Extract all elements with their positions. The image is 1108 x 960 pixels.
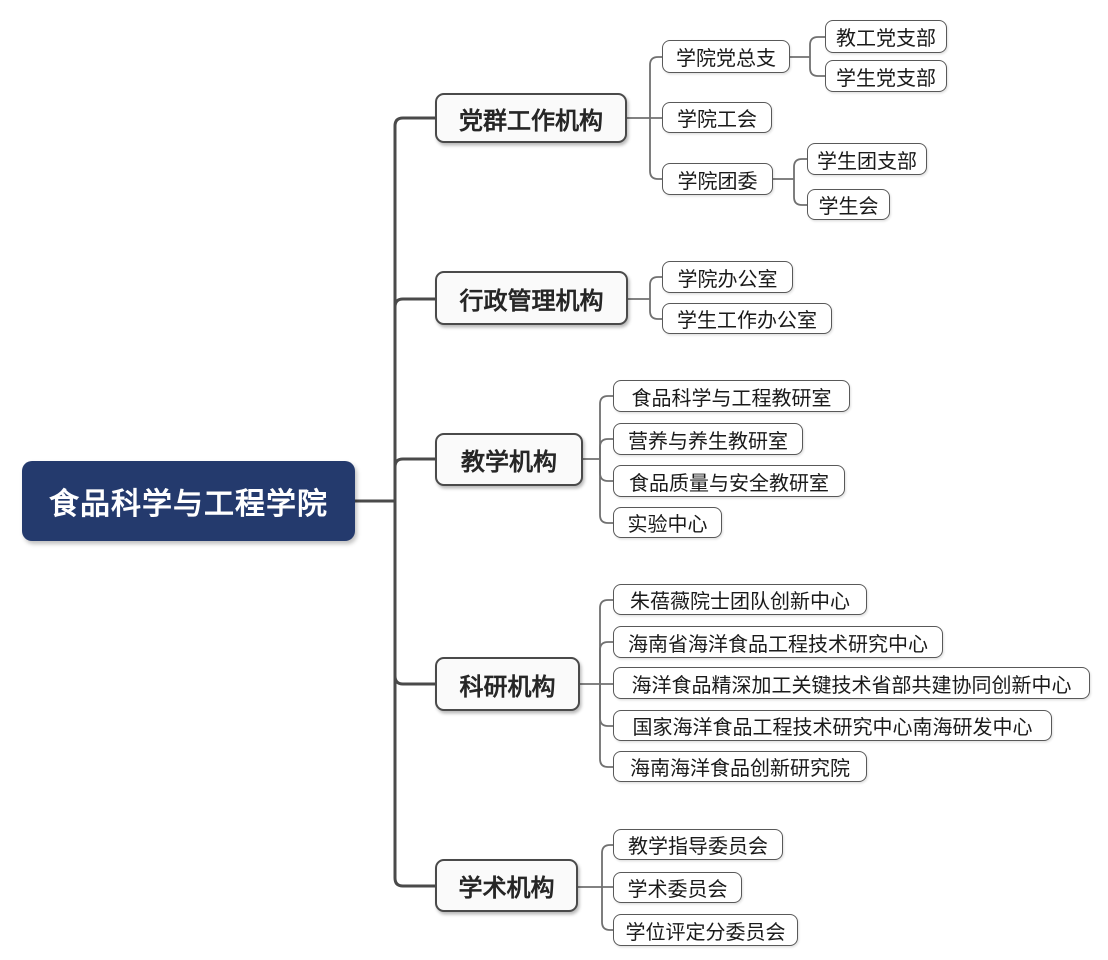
node-marine-food-processing-innovation-center[interactable]: 海洋食品精深加工关键技术省部共建协同创新中心 [613, 667, 1090, 699]
node-nutrition-teaching-office[interactable]: 营养与养生教研室 [613, 423, 803, 455]
node-youth-league[interactable]: 学院团委 [662, 163, 773, 195]
node-college-office[interactable]: 学院办公室 [662, 261, 793, 293]
node-degree-evaluation-subcommittee[interactable]: 学位评定分委员会 [613, 914, 798, 946]
node-student-union[interactable]: 学生会 [807, 189, 890, 220]
node-branch-academic[interactable]: 学术机构 [435, 859, 578, 912]
node-labor-union[interactable]: 学院工会 [662, 102, 772, 133]
node-academic-committee[interactable]: 学术委员会 [613, 872, 742, 903]
node-food-quality-safety-teaching-office[interactable]: 食品质量与安全教研室 [613, 465, 845, 497]
node-student-league-branch[interactable]: 学生团支部 [807, 143, 927, 175]
node-root-college[interactable]: 食品科学与工程学院 [22, 461, 355, 541]
node-teaching-steering-committee[interactable]: 教学指导委员会 [613, 829, 783, 860]
node-branch-research[interactable]: 科研机构 [435, 657, 580, 711]
node-party-general-branch[interactable]: 学院党总支 [662, 40, 790, 73]
node-food-sci-eng-teaching-office[interactable]: 食品科学与工程教研室 [613, 380, 850, 412]
node-faculty-party-branch[interactable]: 教工党支部 [825, 20, 947, 53]
node-branch-admin[interactable]: 行政管理机构 [435, 271, 628, 325]
node-experiment-center[interactable]: 实验中心 [613, 507, 722, 538]
node-hainan-marine-food-eng-center[interactable]: 海南省海洋食品工程技术研究中心 [613, 626, 943, 658]
node-branch-party-mass[interactable]: 党群工作机构 [435, 93, 627, 143]
node-student-affairs-office[interactable]: 学生工作办公室 [662, 303, 832, 334]
node-branch-teaching[interactable]: 教学机构 [435, 433, 583, 486]
node-hainan-marine-food-institute[interactable]: 海南海洋食品创新研究院 [613, 751, 867, 782]
node-zhu-beiwei-innovation-center[interactable]: 朱蓓薇院士团队创新中心 [613, 584, 867, 615]
node-national-marine-food-nanhai-center[interactable]: 国家海洋食品工程技术研究中心南海研发中心 [613, 710, 1052, 741]
node-student-party-branch[interactable]: 学生党支部 [825, 60, 947, 92]
